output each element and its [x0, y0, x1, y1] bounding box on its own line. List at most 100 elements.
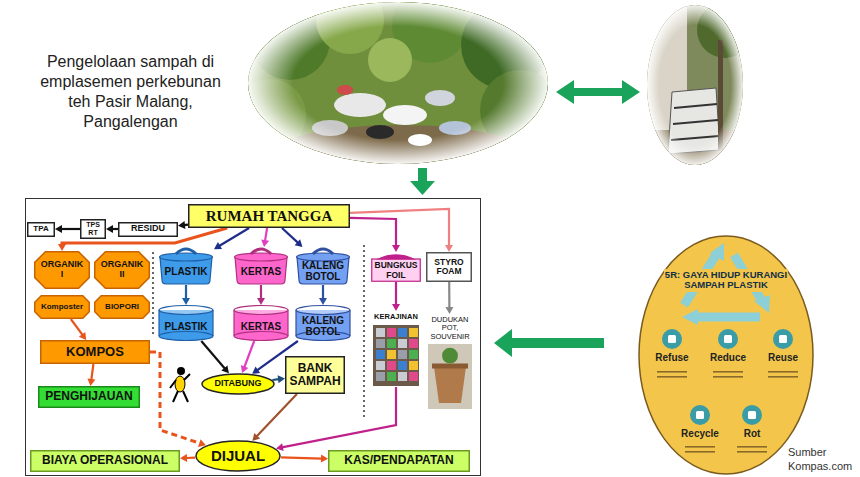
- craft-tile: [387, 339, 396, 348]
- connector-line: [91, 364, 93, 380]
- craft-tile: [409, 372, 418, 381]
- connector-line: [71, 319, 83, 335]
- product-photo: [373, 325, 419, 386]
- foil-box: BUNGKUS FOIL: [371, 252, 421, 282]
- strategy-icon: [742, 405, 762, 425]
- greening-box: PENGHIJAUAN: [38, 386, 140, 408]
- node-label: KALENG BOTOL: [299, 315, 347, 337]
- connector: [272, 375, 285, 383]
- arrow-head: [257, 298, 265, 305]
- connector: [445, 282, 453, 314]
- node-label: DUDUKAN POT, SOUVENIR: [428, 316, 472, 341]
- connector-line: [257, 394, 297, 437]
- box-shape: [329, 451, 470, 472]
- craft-tile: [398, 339, 407, 348]
- sack-photo: [645, 2, 753, 170]
- octagon-shape: [95, 252, 150, 289]
- connector: [350, 218, 400, 252]
- poster-title: 5R: GAYA HIDUP KURANGI SAMPAH PLASTIK: [664, 269, 788, 292]
- node-label: PENGHIJAUAN: [42, 390, 136, 403]
- cylinder-side: [295, 310, 296, 336]
- craft-tile: [398, 372, 407, 381]
- box-shape: [39, 387, 140, 408]
- cylinder-side: [349, 310, 350, 336]
- compost-box: KOMPOS: [40, 340, 150, 364]
- bin-lid: [235, 253, 288, 261]
- connector: [214, 228, 249, 249]
- cylinder-base: [159, 332, 213, 341]
- node-label: BIAYA OPERASIONAL: [34, 454, 176, 467]
- craft-tile: [398, 328, 407, 337]
- node-label: DITABUNG: [214, 379, 262, 389]
- sorting-bin: PLASTIK: [158, 247, 214, 285]
- connector: [201, 341, 229, 373]
- strategy-icon: [718, 329, 738, 349]
- arrow-head: [556, 80, 574, 104]
- craft-tile: [398, 361, 407, 370]
- node-label: KERTAS: [237, 266, 285, 277]
- bin-lid: [297, 253, 350, 261]
- connector-line: [219, 228, 249, 246]
- icon-mark: [696, 411, 704, 419]
- connector: [282, 228, 302, 247]
- arrow-head: [392, 304, 400, 311]
- node-label: KERTAS: [237, 321, 285, 332]
- sold-ellipse: DIJUAL: [195, 440, 281, 472]
- sorting-bin: KALENG BOTOL: [295, 247, 351, 285]
- cost-box: BIAYA OPERASIONAL: [30, 450, 180, 472]
- craft-tile: [387, 350, 396, 359]
- tps-box: TPS RT: [80, 219, 106, 239]
- box-shape: [28, 222, 55, 236]
- box-shape: [427, 253, 472, 282]
- organic-bin: ORGANIK I: [34, 251, 90, 289]
- recycle-arrow: [696, 313, 760, 322]
- biopore-box: BIOPORI: [94, 295, 150, 319]
- tpa-box: TPA: [27, 222, 55, 237]
- node-label: PLASTIK: [162, 266, 210, 277]
- box-shape: [81, 220, 106, 239]
- photo-ground: [246, 0, 552, 166]
- photo-vignette: [647, 5, 743, 165]
- arrow-head: [241, 365, 248, 373]
- bin-handle: [313, 249, 333, 254]
- node-label: RUMAH TANGGA: [192, 208, 346, 225]
- connector: [106, 225, 118, 233]
- connector-line: [260, 285, 262, 299]
- node-label: DIJUAL: [208, 448, 268, 465]
- icon-mark: [748, 411, 756, 419]
- arrow-head: [622, 80, 640, 104]
- down-arrow-shaft: [418, 168, 427, 182]
- connector: [252, 394, 297, 441]
- arrow-head: [252, 433, 260, 441]
- node-label: Komposter: [39, 303, 85, 312]
- node-label: BANK SAMPAH: [289, 362, 341, 388]
- strategy-label: Reuse: [753, 352, 813, 363]
- connector: [319, 285, 327, 305]
- connector: [261, 228, 269, 247]
- arrow-head: [392, 245, 400, 252]
- arrow-head: [494, 329, 512, 357]
- ellipse-shape: [196, 441, 280, 471]
- connector-line: [350, 218, 396, 246]
- craft-tile: [376, 361, 385, 370]
- arrow-head: [252, 367, 260, 374]
- connector: [55, 225, 80, 233]
- composter-box: Komposter: [34, 295, 90, 319]
- arrow-head: [221, 365, 229, 373]
- sorting-bin: KERTAS: [233, 247, 289, 285]
- fine-print: [713, 376, 743, 378]
- cylinder-side: [158, 310, 159, 336]
- arrow-head: [182, 298, 190, 305]
- arrow-head: [445, 307, 453, 314]
- bin-body: [297, 257, 349, 284]
- fine-print: [685, 446, 715, 448]
- separator: [152, 252, 154, 335]
- connector-line: [322, 285, 324, 299]
- connector-line: [350, 209, 449, 246]
- bin-lid: [160, 253, 213, 261]
- connector-line: [395, 282, 397, 305]
- photo-ground: [373, 325, 419, 386]
- fine-print: [657, 376, 687, 378]
- connector-line: [281, 457, 322, 458]
- box-shape: [119, 222, 178, 236]
